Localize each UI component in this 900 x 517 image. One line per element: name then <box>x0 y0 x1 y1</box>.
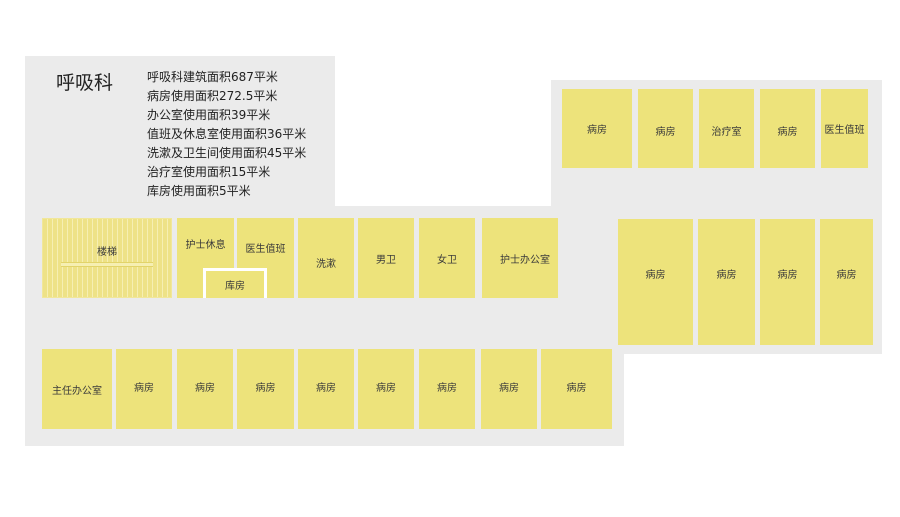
area-summary-line: 治疗室使用面积15平米 <box>147 165 271 179</box>
room-ward: 病房 <box>177 349 233 429</box>
room-ward: 病房 <box>237 349 294 429</box>
room-storage: 库房 <box>203 268 267 298</box>
room-ward: 病房 <box>760 89 815 168</box>
room-ward: 病房 <box>638 89 693 168</box>
room-ward: 病房 <box>541 349 612 429</box>
department-title: 呼吸科 <box>56 72 114 94</box>
stairs-label: 楼梯 <box>97 246 117 258</box>
floor-plan-background <box>335 206 551 207</box>
area-summary-line: 洗漱及卫生间使用面积45平米 <box>147 146 307 160</box>
area-summary: 呼吸科建筑面积687平米 病房使用面积272.5平米 办公室使用面积39平米 值… <box>147 68 306 201</box>
area-summary-line: 呼吸科建筑面积687平米 <box>147 70 278 84</box>
room-director-office: 主任办公室 <box>42 349 112 429</box>
room-mens-wc: 男卫 <box>358 218 414 298</box>
room-ward: 病房 <box>562 89 632 168</box>
room-ward: 病房 <box>698 219 755 345</box>
area-summary-line: 值班及休息室使用面积36平米 <box>147 127 307 141</box>
room-ward: 病房 <box>358 349 414 429</box>
room-ward: 病房 <box>116 349 172 429</box>
room-ward: 病房 <box>419 349 475 429</box>
area-summary-line: 办公室使用面积39平米 <box>147 108 271 122</box>
stairs: 楼梯 <box>42 218 172 298</box>
stair-landing <box>61 262 153 267</box>
room-doctor-duty: 医生值班 <box>821 89 868 168</box>
room-nurse-office: 护士办公室 <box>482 218 558 298</box>
room-womens-wc: 女卫 <box>419 218 475 298</box>
floor-plan-background <box>25 56 335 206</box>
room-ward: 病房 <box>760 219 815 345</box>
room-wash: 洗漱 <box>298 218 354 298</box>
room-ward: 病房 <box>618 219 693 345</box>
area-summary-line: 库房使用面积5平米 <box>147 184 251 198</box>
area-summary-line: 病房使用面积272.5平米 <box>147 89 278 103</box>
room-ward: 病房 <box>298 349 354 429</box>
room-ward: 病房 <box>481 349 537 429</box>
room-treatment: 治疗室 <box>699 89 754 168</box>
room-ward: 病房 <box>820 219 873 345</box>
